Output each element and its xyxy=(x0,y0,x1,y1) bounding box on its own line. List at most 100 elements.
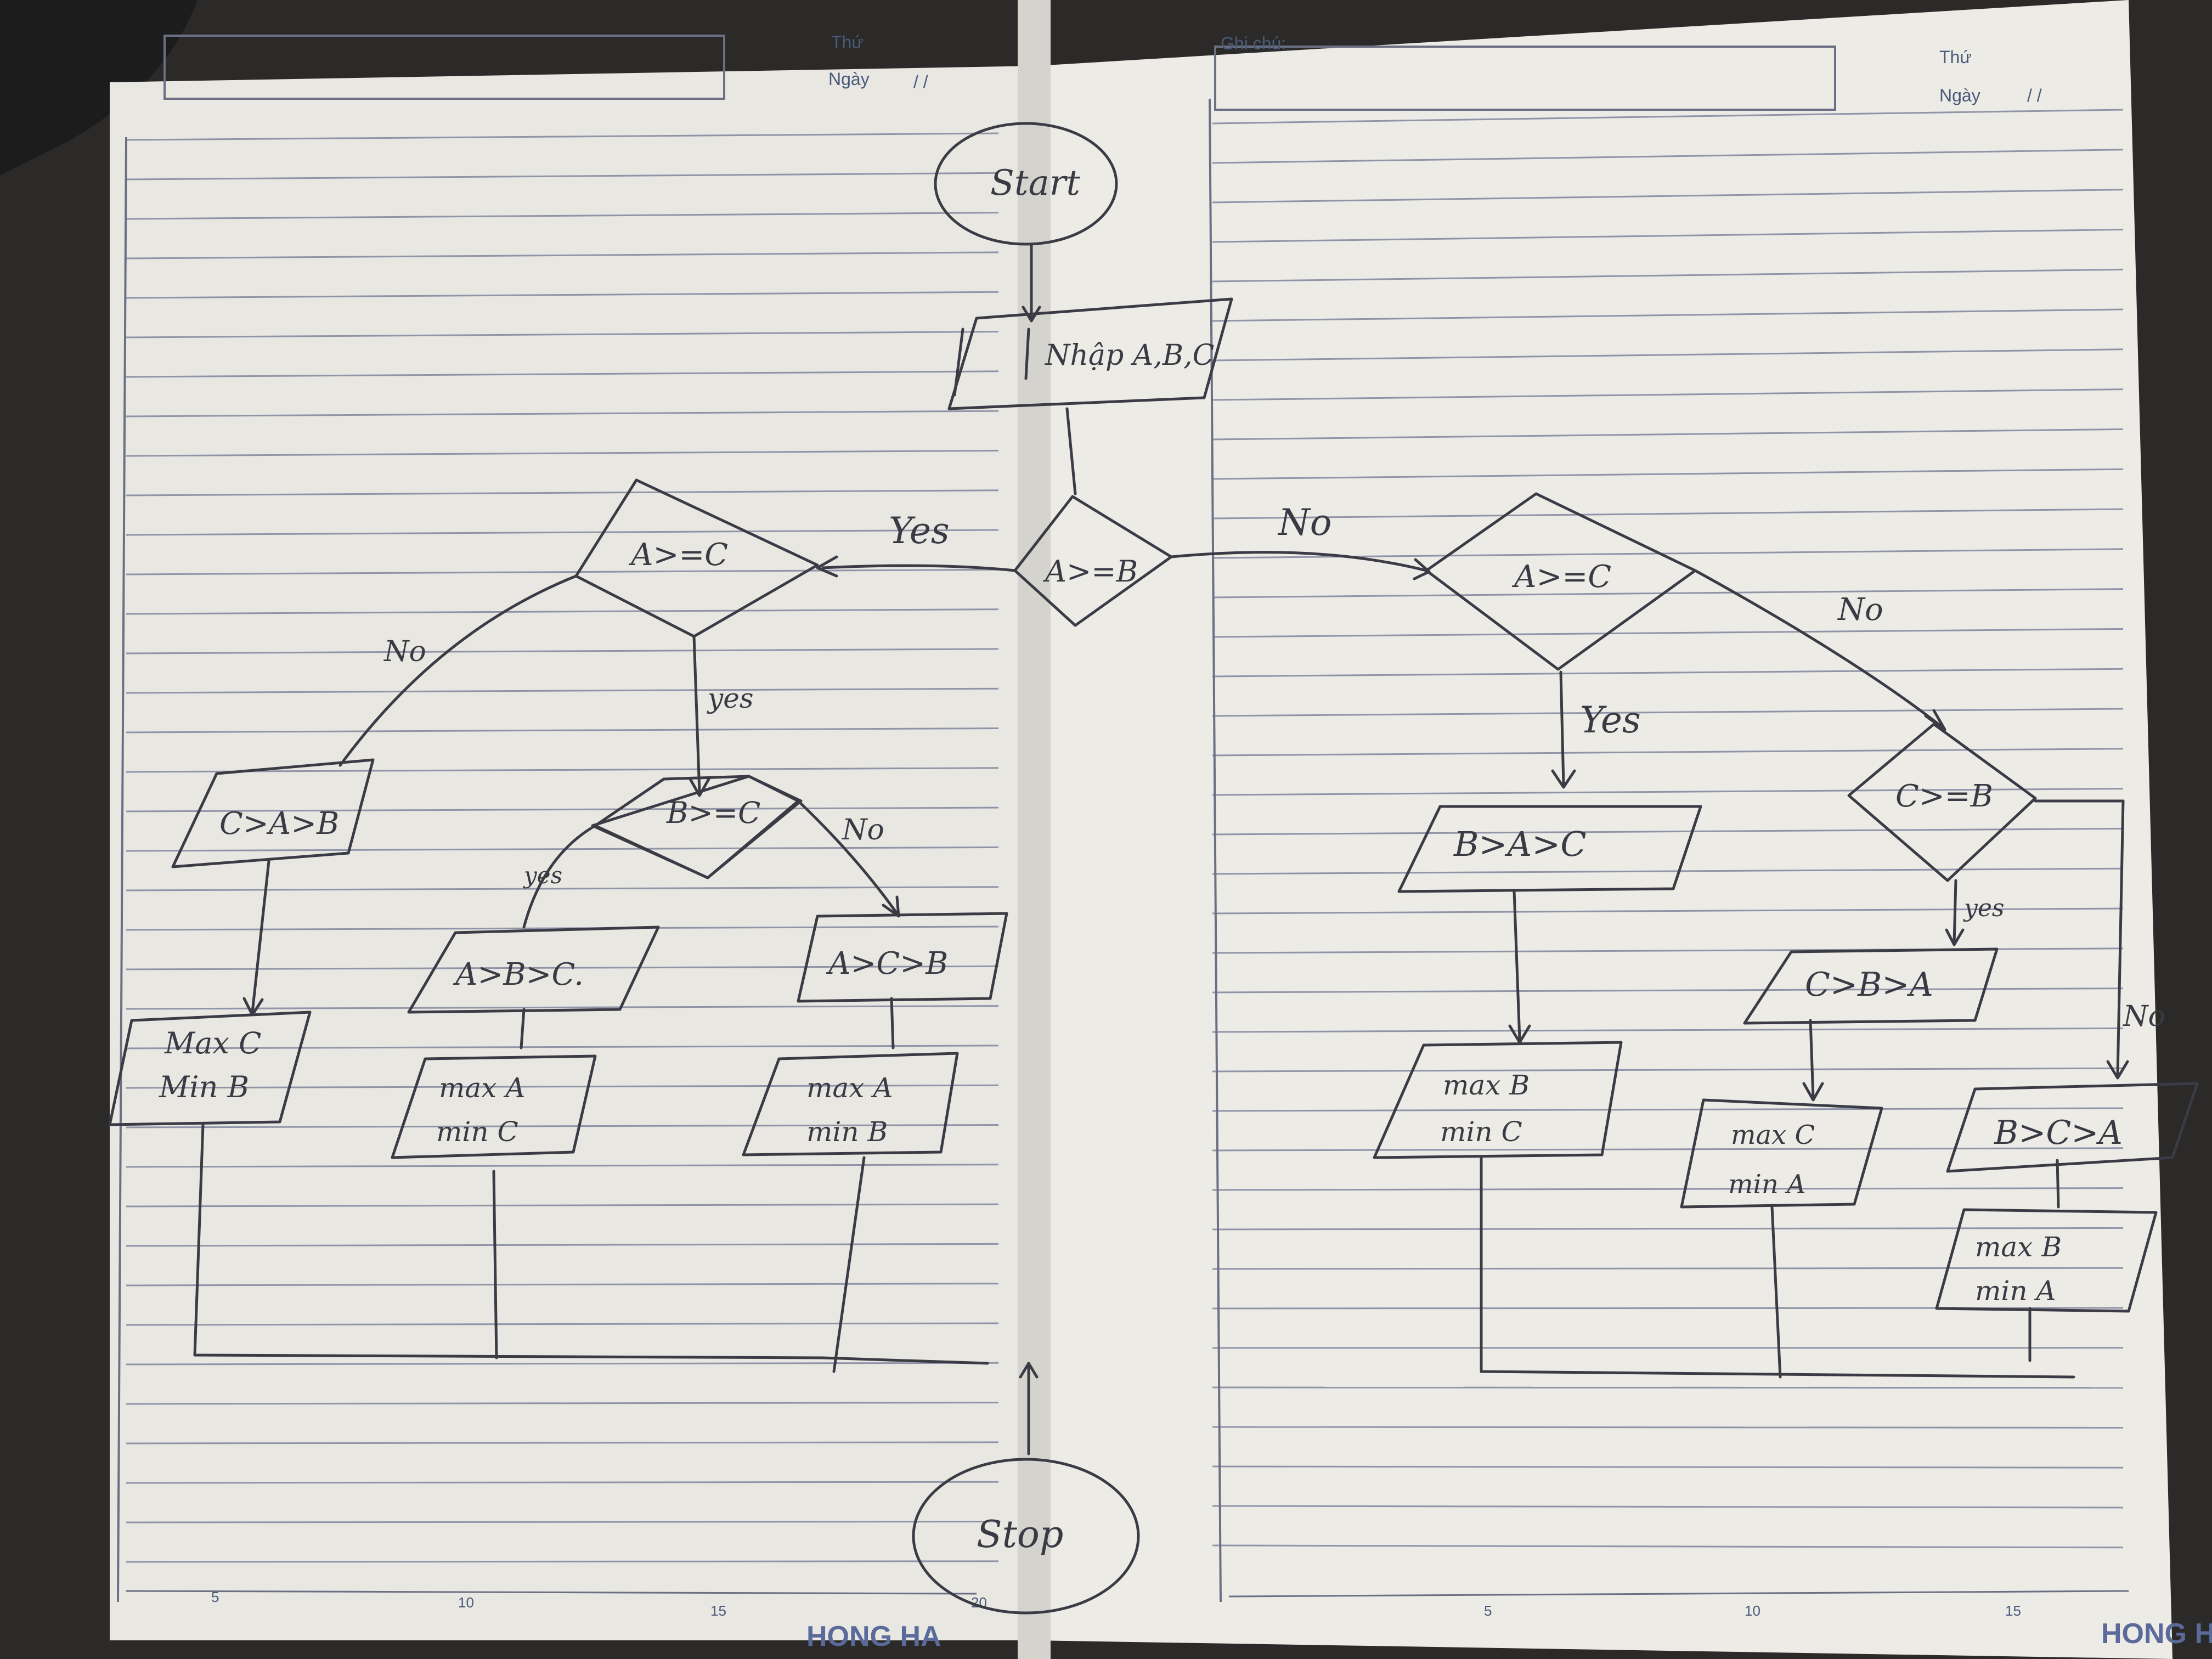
ruled-line xyxy=(126,1521,999,1523)
right-page xyxy=(1031,0,2172,1659)
ruled-line xyxy=(1212,628,2124,638)
stop-terminal xyxy=(912,1458,1140,1615)
ruled-line xyxy=(1212,268,2124,283)
ruled-line xyxy=(1212,588,2124,599)
input-box xyxy=(947,297,1233,410)
ruled-line xyxy=(126,608,999,615)
ruled-line xyxy=(126,410,999,417)
ruled-line xyxy=(126,172,999,180)
cond-left-inner-label: B>=C xyxy=(666,795,761,830)
left-page xyxy=(110,66,1037,1640)
left-ruler-10: 10 xyxy=(458,1594,474,1611)
ruled-line xyxy=(126,1560,999,1563)
ruled-line xyxy=(126,648,999,654)
ruled-line xyxy=(126,846,999,852)
ruled-line xyxy=(1212,1027,2124,1033)
label-main-no: No xyxy=(1277,501,1332,544)
arrow-main-yes xyxy=(821,564,1017,572)
right-ngay: Ngày xyxy=(1939,86,1980,105)
res5-max: max C xyxy=(1731,1120,1815,1150)
ruled-line xyxy=(1212,988,2124,994)
ruled-line xyxy=(1212,548,2124,559)
ruled-line xyxy=(126,529,999,536)
ruled-line xyxy=(1212,1386,2124,1389)
ruled-line xyxy=(126,568,999,575)
ruled-line xyxy=(1212,827,2124,836)
ruled-line xyxy=(1212,1187,2124,1191)
ruled-line xyxy=(1212,708,2124,717)
right-brand: HONG HA xyxy=(2101,1618,2212,1650)
arrow-left-no xyxy=(338,574,578,767)
left-brand: HONG HA xyxy=(806,1621,941,1652)
out-cab-label: C>A>B xyxy=(219,806,339,842)
ruled-line xyxy=(126,291,999,299)
input-label: Nhập A,B,C xyxy=(1044,339,1214,372)
spine xyxy=(1018,0,1051,1659)
left-date-slashes: / / xyxy=(913,72,928,92)
right-ruler-5: 5 xyxy=(1484,1602,1492,1619)
ruled-line xyxy=(126,1322,999,1326)
res4-box xyxy=(1373,1041,1623,1159)
right-margin-line xyxy=(1209,98,1222,1602)
out-cba-label: C>B>A xyxy=(1805,966,1933,1004)
right-thu: Thứ xyxy=(1939,47,1972,67)
label-right-no: No xyxy=(1837,592,1883,628)
ruled-line xyxy=(126,489,999,496)
label-main-yes: Yes xyxy=(889,510,950,552)
label-left-no: No xyxy=(383,635,426,668)
ruled-line xyxy=(1212,1465,2124,1469)
ruled-line xyxy=(1212,228,2124,243)
arrow-main-no xyxy=(1170,551,1428,572)
ruled-line xyxy=(1212,388,2124,401)
start-label: Start xyxy=(990,163,1080,204)
ruled-line xyxy=(126,1203,999,1207)
flowchart: Start Nhập A,B,C A>=B Yes No A>=C No yes xyxy=(108,122,2199,1615)
label-right-yes: Yes xyxy=(1580,699,1641,741)
right-ruler-10: 10 xyxy=(1745,1602,1760,1619)
ruled-line xyxy=(126,251,999,259)
left-ruler-line xyxy=(126,1590,977,1595)
right-header-box xyxy=(1214,46,1836,111)
label-right-inner-yes: yes xyxy=(1963,894,2004,922)
label-left-yes: yes xyxy=(707,682,754,714)
out-cba-box xyxy=(1743,947,1999,1025)
ruled-line xyxy=(1212,428,2124,441)
res4-min: min C xyxy=(1440,1116,1522,1148)
cond-main-label: A>=B xyxy=(1042,554,1138,589)
cond-right-label: A>=C xyxy=(1511,559,1611,595)
res3-box xyxy=(742,1052,959,1156)
ruled-line xyxy=(126,449,999,457)
ruled-line xyxy=(1212,508,2124,520)
right-date-slashes: / / xyxy=(2027,86,2042,105)
ruled-line xyxy=(1212,867,2124,875)
res5-min: min A xyxy=(1728,1169,1806,1200)
ruled-line xyxy=(126,926,999,931)
ruled-line xyxy=(1212,308,2124,322)
cond-right-inner-label: C>=B xyxy=(1895,778,1993,814)
ruled-line xyxy=(126,1481,999,1484)
label-right-inner-no: No xyxy=(2122,1000,2165,1033)
ruled-line xyxy=(126,132,999,141)
left-thu: Thứ xyxy=(831,32,864,52)
ruled-line xyxy=(126,1084,999,1089)
ruled-line xyxy=(1212,907,2124,915)
res3-min: min B xyxy=(806,1116,888,1148)
ruled-line xyxy=(1212,1267,2124,1270)
res3-max: max A xyxy=(806,1072,893,1104)
ruled-line xyxy=(126,331,999,338)
label-inner-yes: yes xyxy=(523,862,562,889)
res2-box xyxy=(391,1054,597,1159)
left-ruler-15: 15 xyxy=(710,1602,726,1619)
res6-box xyxy=(1935,1208,2158,1313)
out-bca-label: B>C>A xyxy=(1994,1114,2123,1152)
left-header-box xyxy=(163,35,725,100)
ruled-line xyxy=(126,1362,999,1365)
ruled-line xyxy=(126,767,999,773)
left-ruler-5: 5 xyxy=(211,1589,219,1605)
res1-max: Max C xyxy=(164,1026,261,1060)
out-acb-box xyxy=(797,912,1008,1003)
right-ruler-15: 15 xyxy=(2005,1602,2021,1619)
out-bca-box xyxy=(1946,1082,2199,1173)
arrow-input-cond xyxy=(1065,407,1077,495)
ruled-line xyxy=(126,806,999,812)
